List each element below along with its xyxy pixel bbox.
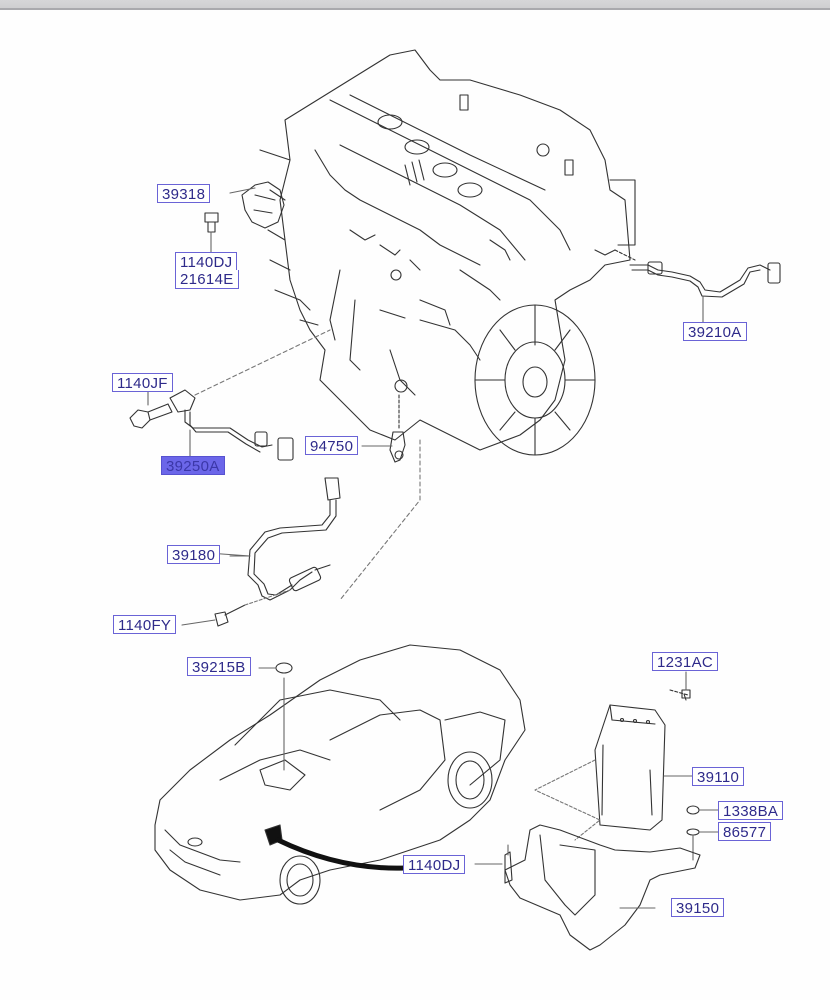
part-label-1338ba[interactable]: 1338BA	[718, 801, 784, 820]
part-label-21614e[interactable]: 21614E	[175, 270, 239, 289]
window-top-bar	[0, 0, 830, 10]
part-label-39250a-selected[interactable]: 39250A	[161, 456, 225, 475]
part-label-39110[interactable]: 39110	[692, 767, 745, 786]
part-label-1231ac[interactable]: 1231AC	[652, 652, 719, 671]
part-label-39150[interactable]: 39150	[671, 898, 725, 917]
part-label-1140dj-top[interactable]: 1140DJ	[175, 252, 238, 271]
oil-pressure-switch-drawing	[361, 379, 408, 463]
oxygen-sensor-drawing	[614, 249, 781, 323]
cam-sensor-drawing	[204, 181, 285, 253]
engine-drawing	[259, 49, 636, 456]
part-label-86577[interactable]: 86577	[718, 822, 772, 841]
part-label-39210a[interactable]: 39210A	[683, 322, 747, 341]
part-label-1140fy[interactable]: 1140FY	[113, 615, 177, 634]
part-label-94750[interactable]: 94750	[305, 436, 359, 455]
part-label-39180[interactable]: 39180	[167, 545, 221, 564]
part-label-39318[interactable]: 39318	[157, 184, 211, 203]
crank-sensor-drawing	[214, 439, 421, 627]
knock-sensor-drawing	[129, 329, 331, 461]
part-label-1140dj-bottom[interactable]: 1140DJ	[403, 855, 466, 874]
car-drawing	[154, 644, 526, 905]
part-label-39215b[interactable]: 39215B	[187, 657, 251, 676]
ecu-drawing	[474, 671, 719, 951]
part-label-1140jf[interactable]: 1140JF	[112, 373, 173, 392]
